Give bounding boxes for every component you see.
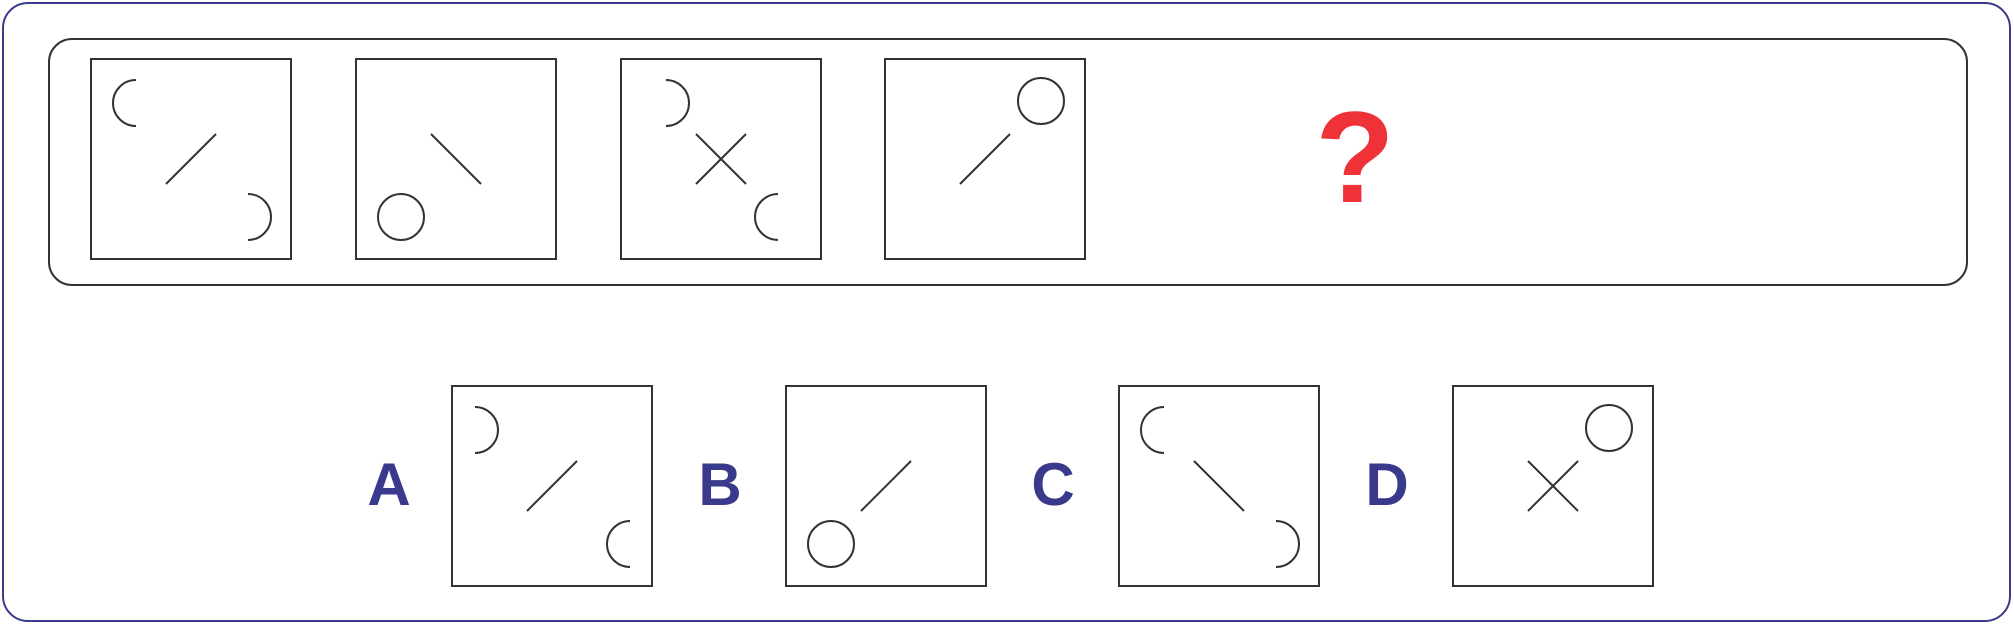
diagonal-line bbox=[430, 133, 482, 185]
half-circle-top-left bbox=[1140, 406, 1165, 454]
half-circle-top-left bbox=[474, 406, 499, 454]
option-b-figure bbox=[807, 460, 912, 568]
option-b-label[interactable]: B bbox=[698, 451, 742, 518]
sequence-panel-1 bbox=[90, 58, 292, 260]
option-d-label[interactable]: D bbox=[1365, 451, 1409, 518]
half-circle-bottom-right bbox=[1275, 520, 1300, 568]
option-c-panel[interactable] bbox=[1118, 385, 1320, 587]
option-a-panel[interactable] bbox=[451, 385, 653, 587]
cross-line-2 bbox=[1527, 460, 1579, 512]
option-a-figure bbox=[474, 406, 631, 568]
circle-bottom-left bbox=[377, 193, 425, 241]
half-circle-bottom-right bbox=[606, 520, 631, 568]
half-circle-top-left bbox=[112, 79, 137, 127]
cross-line-2 bbox=[695, 133, 747, 185]
circle-top-right bbox=[1017, 77, 1065, 125]
option-c-label[interactable]: C bbox=[1031, 451, 1075, 518]
question-sequence-frame bbox=[48, 38, 1968, 286]
option-d-panel[interactable] bbox=[1452, 385, 1654, 587]
sequence-panel-2 bbox=[355, 58, 557, 260]
sequence-panel-2-figure bbox=[377, 133, 482, 241]
option-c-figure bbox=[1140, 406, 1300, 568]
diagonal-line bbox=[860, 460, 912, 512]
circle-top-right bbox=[1585, 404, 1633, 452]
question-mark: ? bbox=[1315, 84, 1395, 230]
sequence-panel-4-figure bbox=[959, 77, 1065, 185]
diagonal-line bbox=[1193, 460, 1245, 512]
circle-bottom-left bbox=[807, 520, 855, 568]
half-circle-top-left bbox=[665, 79, 690, 127]
option-a-label[interactable]: A bbox=[367, 451, 411, 518]
sequence-panel-3 bbox=[620, 58, 822, 260]
sequence-panel-4 bbox=[884, 58, 1086, 260]
diagonal-line bbox=[959, 133, 1011, 185]
diagonal-line bbox=[165, 133, 217, 185]
sequence-panel-3-figure bbox=[665, 79, 779, 241]
sequence-panel-1-figure bbox=[112, 79, 272, 241]
option-d-figure bbox=[1527, 404, 1633, 512]
half-circle-bottom-right bbox=[247, 193, 272, 241]
diagonal-line bbox=[526, 460, 578, 512]
half-circle-bottom-right bbox=[754, 193, 779, 241]
option-b-panel[interactable] bbox=[785, 385, 987, 587]
